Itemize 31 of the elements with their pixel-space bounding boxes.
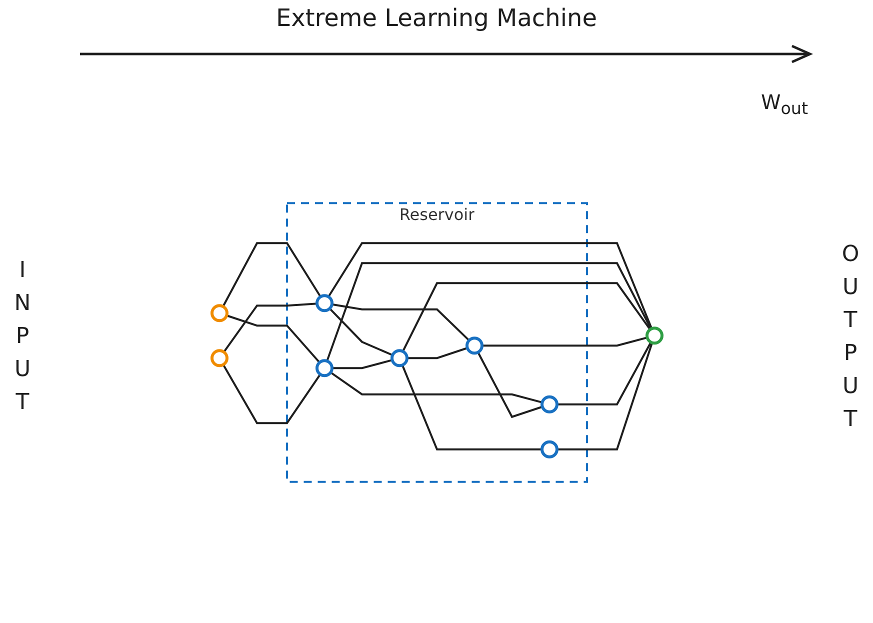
node-circle: [390, 349, 408, 368]
connector: [331, 303, 470, 342]
connector: [406, 347, 468, 360]
connector: [401, 282, 650, 352]
connector: [328, 308, 393, 356]
diagram-title: Extreme Learning Machine: [275, 4, 598, 32]
node-circle: [315, 294, 333, 312]
connector: [222, 242, 321, 307]
node-circle: [540, 395, 558, 414]
weight-label: W$_{out}$: [760, 90, 808, 114]
connector: [222, 364, 321, 424]
node-circle: [645, 326, 663, 345]
cluster: Reservoir: [286, 202, 588, 483]
node-circle: [210, 304, 228, 322]
connector: [482, 336, 648, 347]
node-circle: [210, 349, 228, 368]
connector: [332, 359, 392, 370]
node-circle: [465, 336, 483, 355]
connector: [330, 372, 542, 404]
connector: [400, 364, 542, 450]
side-label: INPUT: [10, 258, 35, 423]
connector: [226, 314, 320, 364]
connector: [556, 342, 653, 450]
connector: [556, 342, 652, 406]
connector: [476, 352, 542, 418]
connector: [327, 242, 652, 330]
connector: [326, 262, 652, 362]
side-label: OUTPUT: [838, 242, 863, 440]
node-circle: [315, 359, 333, 378]
node-circle: [540, 440, 558, 458]
connector: [222, 302, 317, 353]
